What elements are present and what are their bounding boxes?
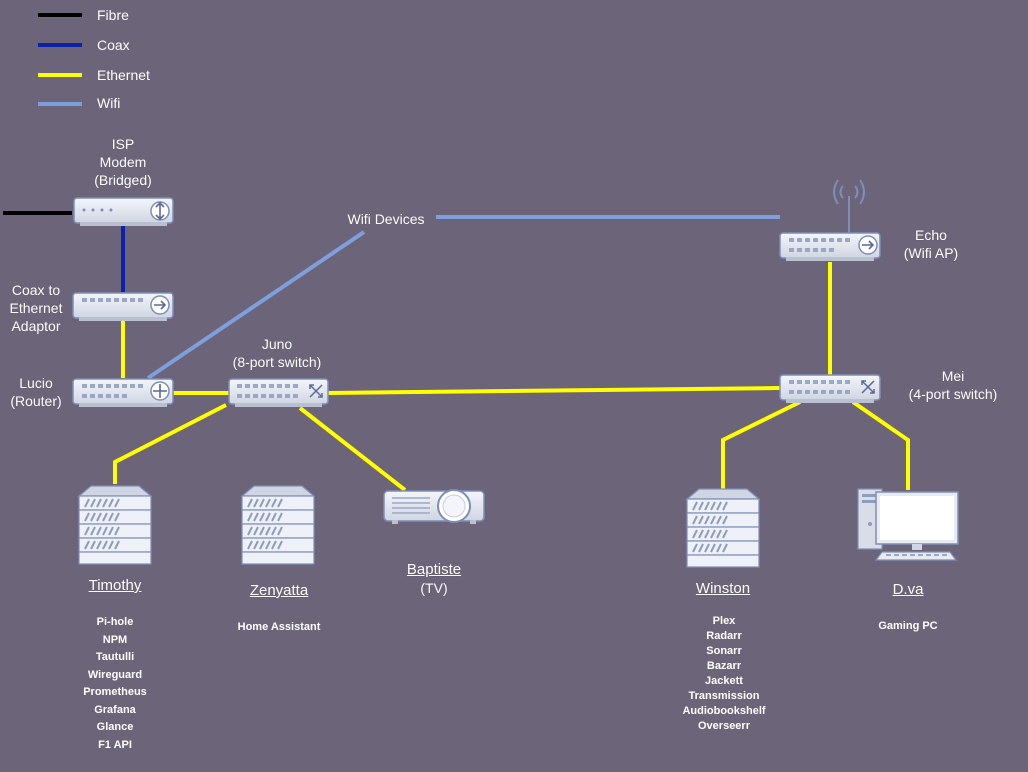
link-wifi-lucio-devices — [146, 230, 366, 380]
legend-label-coax: Coax — [97, 37, 130, 53]
service-item: Transmission — [688, 690, 760, 702]
isp-modem-label-line: Modem — [99, 154, 147, 170]
modem-icon — [73, 197, 174, 226]
coax-adaptor-label-line: Ethernet — [9, 300, 63, 316]
service-item: Sonarr — [706, 645, 742, 657]
service-item: NPM — [102, 633, 128, 646]
host-name-baptiste: Baptiste — [406, 561, 462, 578]
service-item: Plex — [712, 615, 736, 627]
service-item: Overseerr — [698, 720, 750, 732]
switch-icon — [228, 378, 329, 407]
service-item: Grafana — [94, 703, 136, 716]
adaptor-icon — [72, 292, 174, 321]
isp-modem-label-line: (Bridged) — [94, 172, 152, 188]
juno-label-line: (8-port switch) — [232, 354, 322, 370]
service-item: Wireguard — [87, 668, 143, 681]
service-item: Prometheus — [83, 686, 147, 698]
lucio-label-line: (Router) — [10, 393, 62, 409]
service-item: Audiobookshelf — [682, 705, 766, 717]
service-item: Glance — [96, 721, 134, 733]
legend-label-wifi: Wifi — [97, 95, 121, 111]
service-item: Pi-hole — [96, 616, 134, 628]
server-icon — [77, 485, 153, 565]
host-label-baptiste: Baptiste (TV) — [393, 561, 475, 597]
coax-adaptor-label-line: Coax to — [11, 282, 61, 298]
service-item: Radarr — [706, 630, 742, 642]
service-item: Home Assistant — [237, 621, 321, 633]
link-eth-juno-baptiste — [298, 406, 407, 492]
host-subtitle-baptiste: (TV) — [420, 580, 448, 596]
mei-label: Mei (4-port switch) — [898, 367, 1008, 403]
legend — [38, 13, 82, 106]
service-list-timothy: Pi-hole NPM Tautulli Wireguard Prometheu… — [64, 614, 166, 754]
links — [3, 211, 910, 492]
service-item: Tautulli — [95, 651, 135, 663]
service-list-zenyatta: Home Assistant — [219, 619, 339, 637]
link-eth-juno-mei — [327, 386, 781, 395]
wifi-devices-label-line: Wifi Devices — [347, 211, 425, 227]
projector-icon — [383, 489, 485, 524]
server-icon — [685, 488, 761, 568]
router-icon — [72, 378, 174, 407]
service-item: Jackett — [705, 675, 743, 687]
access-point-icon — [779, 179, 881, 261]
echo-label: Echo (Wifi AP) — [894, 226, 968, 262]
isp-modem-label-line: ISP — [111, 136, 135, 152]
link-eth-mei-winston — [721, 400, 801, 489]
host-name-zenyatta: Zenyatta — [249, 582, 309, 599]
mei-label-line: (4-port switch) — [908, 386, 998, 402]
echo-label-line: (Wifi AP) — [903, 245, 959, 261]
legend-label-ethernet: Ethernet — [97, 67, 150, 83]
juno-label-line: Juno — [261, 336, 293, 352]
mei-label-line: Mei — [941, 368, 965, 384]
echo-label-line: Echo — [915, 227, 947, 243]
service-list-winston: Plex Radarr Sonarr Bazarr Jackett Transm… — [663, 614, 785, 734]
juno-label: Juno (8-port switch) — [222, 335, 332, 371]
server-icon — [240, 485, 316, 565]
service-list-dva: Gaming PC — [857, 618, 959, 636]
host-name-timothy: Timothy — [88, 577, 142, 594]
coax-adaptor-label-line: Adaptor — [11, 318, 61, 334]
legend-label-fibre: Fibre — [97, 7, 129, 23]
service-item: Bazarr — [706, 660, 742, 672]
service-item: F1 API — [98, 738, 132, 751]
host-name-dva: D.va — [892, 581, 924, 598]
lucio-label: Lucio (Router) — [0, 374, 72, 410]
link-eth-mei-dva — [851, 400, 910, 490]
link-eth-juno-timothy — [113, 403, 227, 484]
switch-icon — [779, 374, 881, 403]
service-item: Gaming PC — [878, 620, 938, 632]
lucio-label-line: Lucio — [19, 375, 53, 391]
wifi-devices-label: Wifi Devices — [336, 210, 436, 228]
isp-modem-label: ISP Modem (Bridged) — [73, 135, 173, 189]
desktop-pc-icon — [857, 488, 959, 561]
coax-adaptor-label: Coax to Ethernet Adaptor — [0, 281, 72, 335]
host-name-winston: Winston — [695, 580, 751, 597]
